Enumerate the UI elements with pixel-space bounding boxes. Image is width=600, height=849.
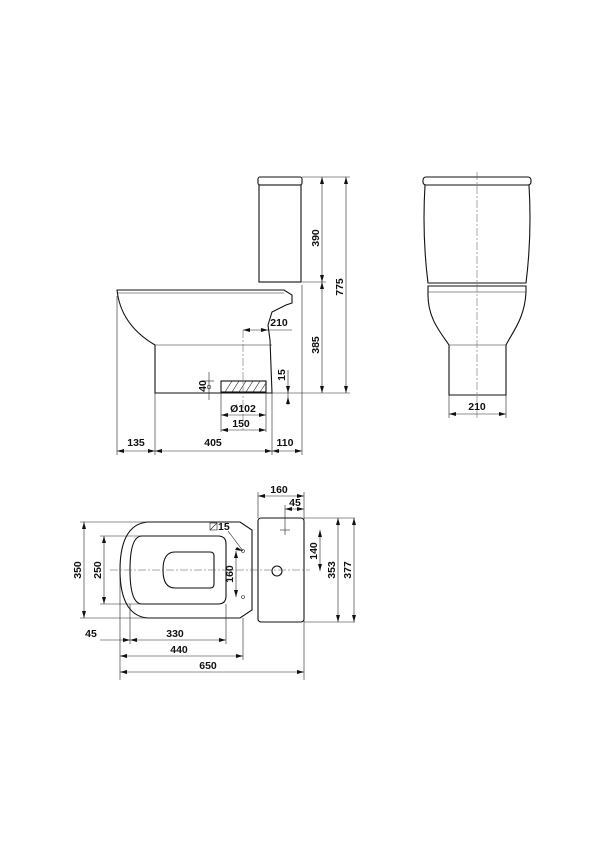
side-view: 390 775 385 210 15 40 Ø102 150 135 405 1… bbox=[116, 176, 350, 455]
fixing-hole-bottom bbox=[241, 595, 245, 599]
dim-pan-width: 350 bbox=[72, 561, 84, 579]
dim-tank-height: 390 bbox=[310, 229, 322, 247]
dim-fixing-hole: 15 bbox=[218, 521, 230, 533]
dim-fixing-spacing: 160 bbox=[224, 565, 236, 583]
dim-outlet-width: 150 bbox=[232, 418, 250, 430]
front-cistern-body bbox=[423, 184, 531, 284]
dim-hole-offset: 45 bbox=[289, 497, 301, 509]
dim-inlet-height: 40 bbox=[197, 380, 209, 392]
pan-outline bbox=[116, 289, 293, 394]
cistern-body bbox=[258, 184, 302, 283]
dim-outlet-offset: 210 bbox=[270, 317, 288, 329]
dim-front-offset: 45 bbox=[85, 628, 97, 640]
dim-seat-length: 330 bbox=[166, 628, 184, 640]
dim-front-width: 210 bbox=[468, 401, 486, 413]
plan-bowl-opening bbox=[162, 551, 215, 589]
dim-rear-offset: 110 bbox=[277, 437, 294, 449]
square-symbol bbox=[209, 522, 218, 531]
inlet-hole bbox=[271, 565, 283, 577]
dim-total-height: 775 bbox=[334, 278, 346, 296]
plan-seat bbox=[129, 535, 227, 605]
leader-line bbox=[227, 530, 244, 552]
plan-view: 350 250 160 140 353 377 160 45 15 45 330… bbox=[72, 484, 356, 680]
dim-front-overhang: 135 bbox=[127, 437, 145, 449]
dim-total-length: 650 bbox=[199, 660, 217, 672]
fixing-hole-top bbox=[241, 549, 245, 553]
arrowhead bbox=[221, 413, 266, 432]
dim-pan-height: 385 bbox=[310, 336, 322, 354]
arrowhead bbox=[258, 494, 304, 511]
outlet-hatch-lines bbox=[224, 380, 267, 393]
plan-pan-outline bbox=[119, 521, 253, 619]
front-view: 210 bbox=[422, 172, 532, 420]
dim-total-width: 377 bbox=[342, 561, 354, 579]
square-symbol-slash bbox=[209, 522, 218, 531]
dim-base-length: 405 bbox=[204, 437, 222, 449]
dim-tank-depth: 160 bbox=[270, 484, 288, 496]
dim-pan-length: 440 bbox=[170, 644, 188, 656]
dim-hole-spacing: 140 bbox=[308, 542, 320, 560]
cistern-lid bbox=[257, 176, 303, 186]
dim-outlet-clearance: 15 bbox=[276, 369, 288, 381]
arrowhead bbox=[117, 449, 302, 453]
dim-tank-width: 353 bbox=[326, 561, 338, 579]
dim-outlet-diameter: Ø102 bbox=[230, 403, 256, 415]
dim-seat-width: 250 bbox=[92, 561, 104, 579]
arrowhead bbox=[449, 412, 506, 416]
outlet-hatch bbox=[220, 380, 267, 393]
fixing-hole-callout: 15 bbox=[209, 521, 230, 533]
